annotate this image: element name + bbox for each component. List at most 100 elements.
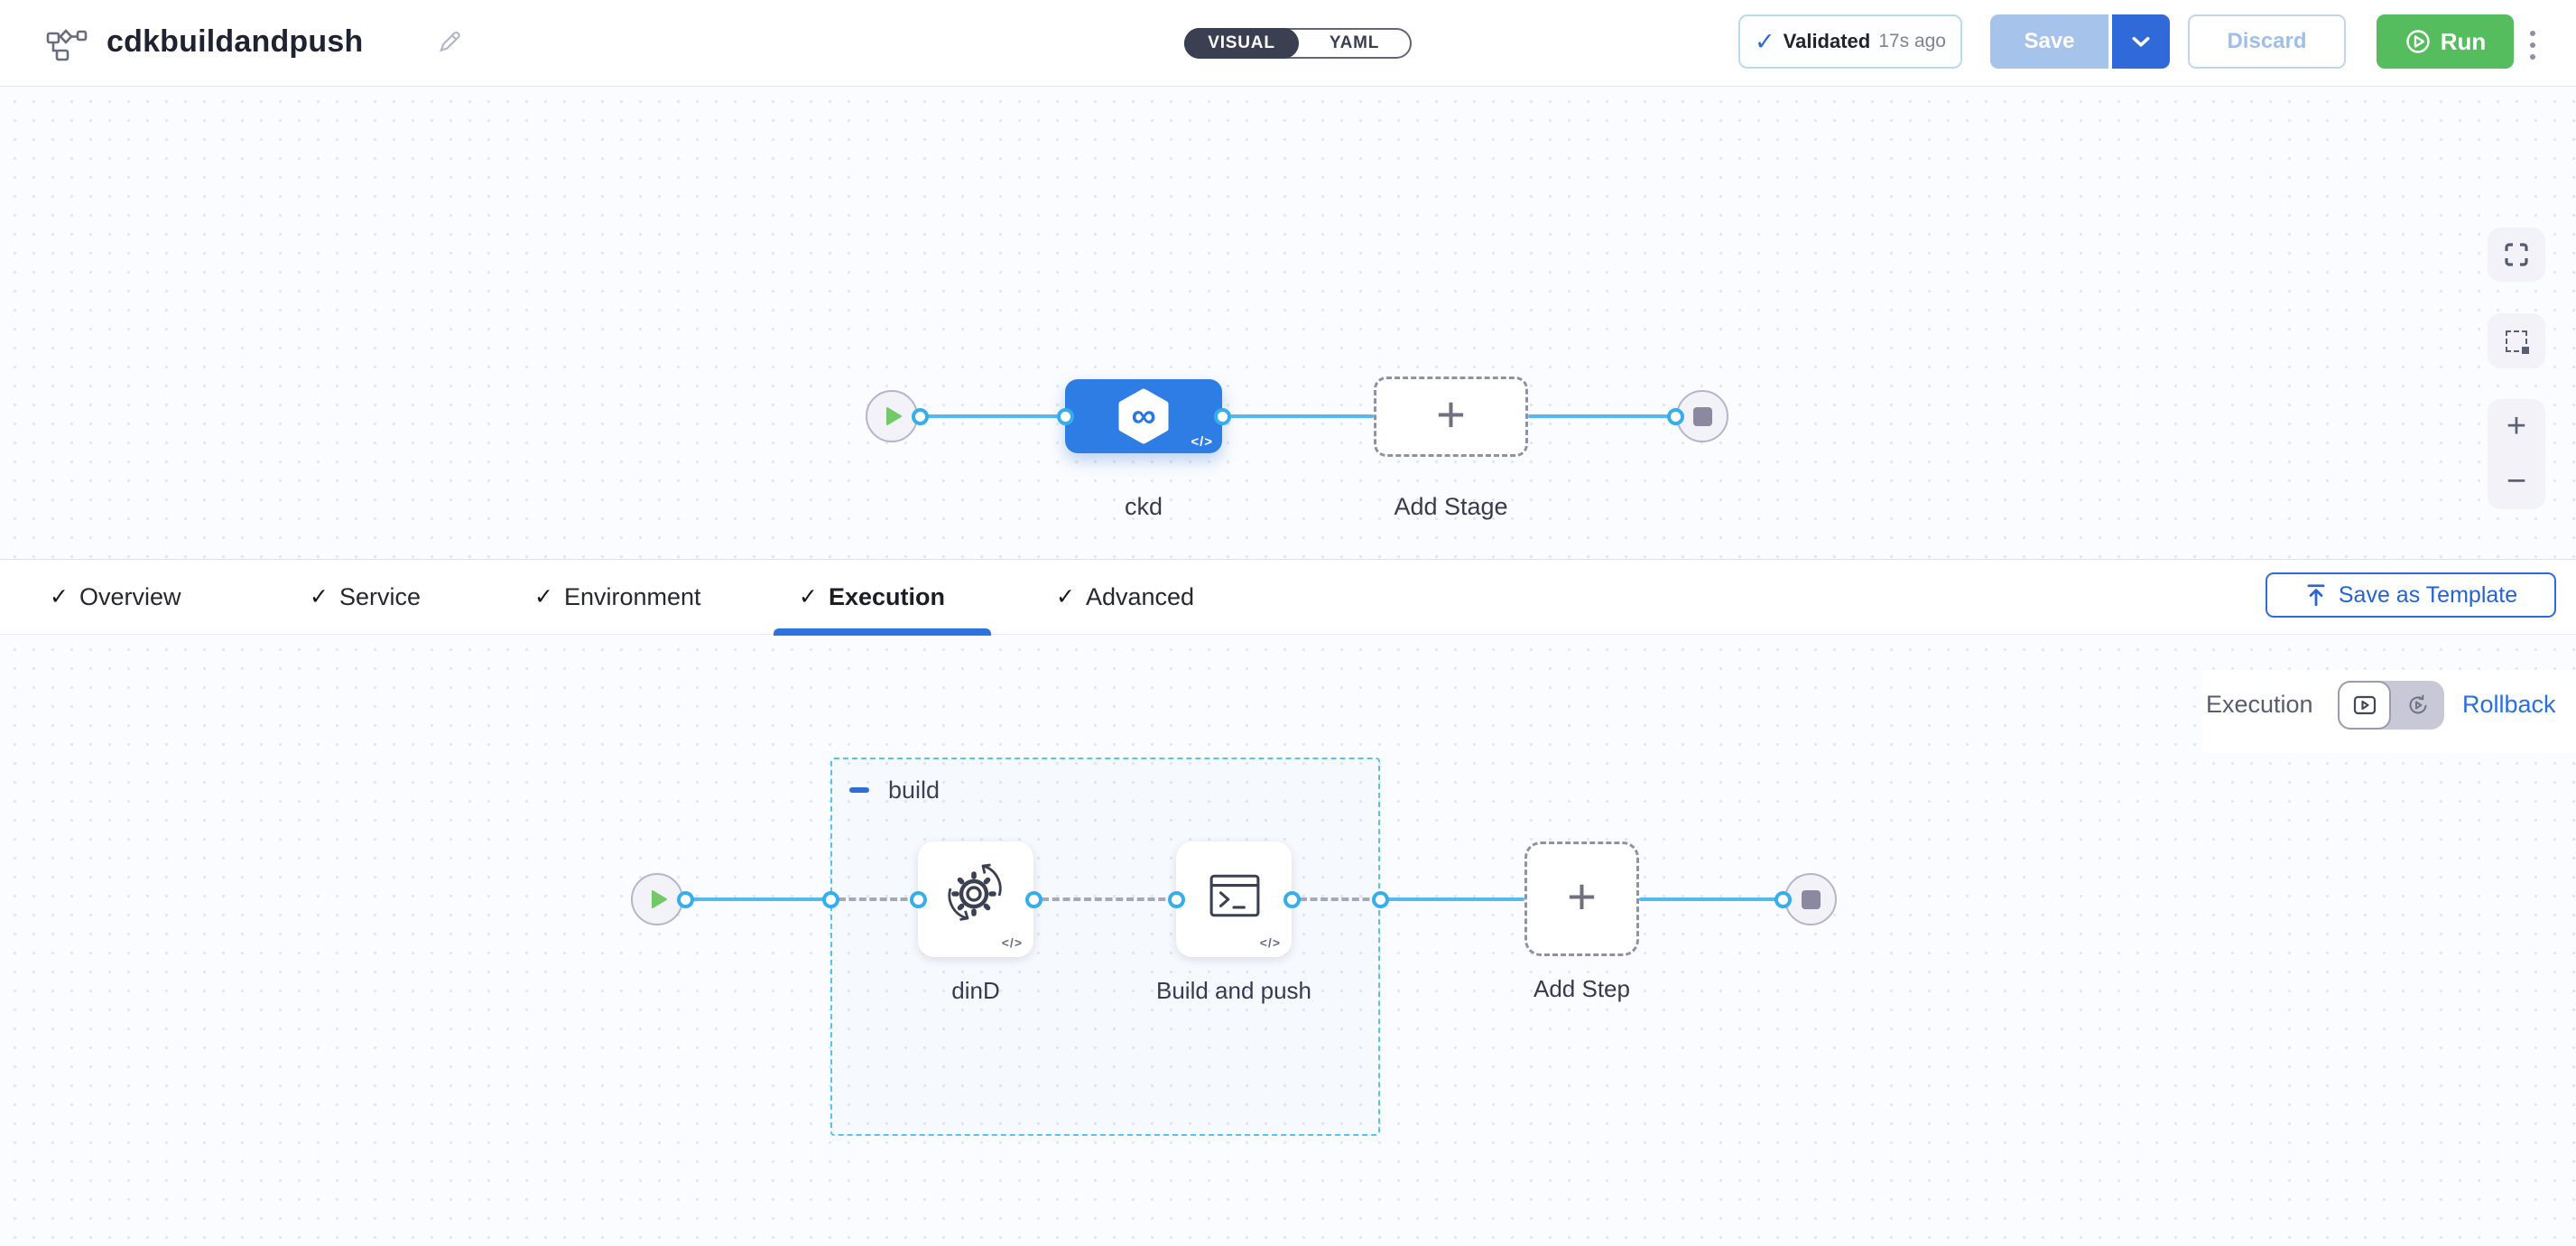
tab-execution[interactable]: ✓ Execution <box>799 582 945 610</box>
execution-canvas: Execution Rollback build <box>0 635 2576 1246</box>
rollback-icon <box>2408 694 2427 714</box>
code-badge: </> <box>1259 935 1281 950</box>
save-options-button[interactable] <box>2112 14 2170 69</box>
execution-start-node <box>631 873 683 925</box>
step-label-build-and-push: Build and push <box>1155 977 1312 1004</box>
toggle-yaml[interactable]: YAML <box>1329 33 1380 52</box>
save-button[interactable]: Save <box>1990 14 2110 69</box>
check-icon: ✓ <box>534 584 553 609</box>
marquee-select-button[interactable] <box>2488 313 2545 368</box>
pipeline-end-node <box>1676 390 1728 442</box>
chevron-down-icon <box>2132 36 2150 47</box>
group-label: build <box>888 776 941 804</box>
stop-icon <box>1801 889 1821 909</box>
edit-pencil-icon[interactable] <box>435 27 464 56</box>
add-step-button[interactable]: + <box>1524 842 1639 956</box>
port <box>822 891 839 908</box>
connector <box>1222 414 1374 418</box>
code-badge: </> <box>1001 935 1023 950</box>
stop-icon <box>1692 406 1712 426</box>
port <box>1168 891 1185 908</box>
port <box>1667 408 1684 425</box>
fullscreen-button[interactable] <box>2488 228 2545 282</box>
port <box>910 891 927 908</box>
step-node-dind[interactable]: </> <box>918 842 1033 957</box>
run-button[interactable]: Run <box>2377 14 2514 69</box>
connector <box>685 897 830 901</box>
play-box-icon <box>2353 695 2376 715</box>
connector-dashed <box>839 897 918 901</box>
tab-advanced[interactable]: ✓ Advanced <box>1056 582 1195 610</box>
validated-check-icon: ✓ <box>1755 27 1775 55</box>
plus-icon: + <box>1436 385 1466 442</box>
rollback-view-button[interactable] <box>2391 681 2444 730</box>
terminal-icon <box>1209 874 1260 917</box>
check-icon: ✓ <box>50 584 69 609</box>
stage-node-ckd[interactable]: ∞ </> <box>1065 379 1222 453</box>
port <box>1372 891 1389 908</box>
zoom-in-button[interactable]: + <box>2506 407 2527 445</box>
run-play-icon <box>2406 30 2430 53</box>
connector-dashed <box>1042 897 1176 901</box>
more-options-kebab[interactable] <box>2522 22 2544 69</box>
header: cdkbuildandpush VISUAL YAML ✓ Validated … <box>0 0 2576 87</box>
execution-view-label: Execution <box>2206 691 2313 718</box>
stage-label: ckd <box>1124 493 1163 520</box>
port <box>912 408 929 425</box>
add-stage-button[interactable]: + <box>1374 377 1528 457</box>
page-title: cdkbuildandpush <box>107 24 364 59</box>
rollback-link[interactable]: Rollback <box>2462 691 2556 718</box>
toggle-visual[interactable]: VISUAL <box>1184 28 1299 59</box>
start-play-icon <box>652 890 667 908</box>
dind-service-icon <box>948 863 1002 921</box>
discard-button[interactable]: Discard <box>2188 14 2346 69</box>
validated-time: 17s ago <box>1878 31 1946 51</box>
add-stage-label: Add Stage <box>1394 493 1508 520</box>
connector <box>1528 414 1676 418</box>
zoom-controls: + − <box>2488 399 2545 509</box>
execution-end-node <box>1784 873 1837 925</box>
execution-rollback-toggle <box>2338 681 2444 730</box>
pipeline-icon <box>46 29 88 61</box>
port <box>1057 408 1074 425</box>
collapse-group-button[interactable] <box>849 787 869 793</box>
port <box>1774 891 1792 908</box>
upload-icon <box>2307 584 2325 607</box>
save-as-template-label: Save as Template <box>2338 581 2518 608</box>
connector <box>920 414 1065 418</box>
step-label-dind: dinD <box>951 977 1000 1004</box>
execution-view-button[interactable] <box>2338 681 2391 730</box>
connector <box>1380 897 1524 901</box>
step-group-build[interactable] <box>830 758 1380 1136</box>
marquee-icon <box>2506 330 2529 354</box>
check-icon: ✓ <box>799 584 818 609</box>
visual-yaml-toggle: VISUAL YAML <box>1184 28 1412 59</box>
add-step-label: Add Step <box>1534 975 1630 1002</box>
tab-environment[interactable]: ✓ Environment <box>534 582 701 610</box>
plus-icon: + <box>1567 867 1597 925</box>
validated-badge[interactable]: ✓ Validated 17s ago <box>1738 14 1962 69</box>
check-icon: ✓ <box>1056 584 1075 609</box>
active-tab-underline <box>774 628 991 636</box>
pipeline-start-node <box>866 390 918 442</box>
tab-service[interactable]: ✓ Service <box>310 582 421 610</box>
stage-tabbar: ✓ Overview ✓ Service ✓ Environment ✓ Exe… <box>0 559 2576 636</box>
fullscreen-icon <box>2505 243 2528 266</box>
stage-canvas: ∞ </> + ckd Add Stage + − <box>0 87 2576 559</box>
tab-overview[interactable]: ✓ Overview <box>50 582 181 610</box>
check-icon: ✓ <box>310 584 329 609</box>
zoom-out-button[interactable]: − <box>2506 462 2527 500</box>
infinity-glyph: ∞ <box>1131 396 1156 435</box>
run-label: Run <box>2440 27 2487 55</box>
code-badge: </> <box>1191 434 1213 450</box>
port <box>1025 891 1042 908</box>
port <box>1283 891 1301 908</box>
save-as-template-button[interactable]: Save as Template <box>2266 572 2556 618</box>
step-node-build-and-push[interactable]: </> <box>1176 842 1292 957</box>
port <box>1214 408 1231 425</box>
connector-dashed <box>1300 897 1380 901</box>
connector <box>1639 897 1783 901</box>
port <box>677 891 694 908</box>
start-play-icon <box>886 407 902 425</box>
validated-label: Validated <box>1783 30 1871 52</box>
